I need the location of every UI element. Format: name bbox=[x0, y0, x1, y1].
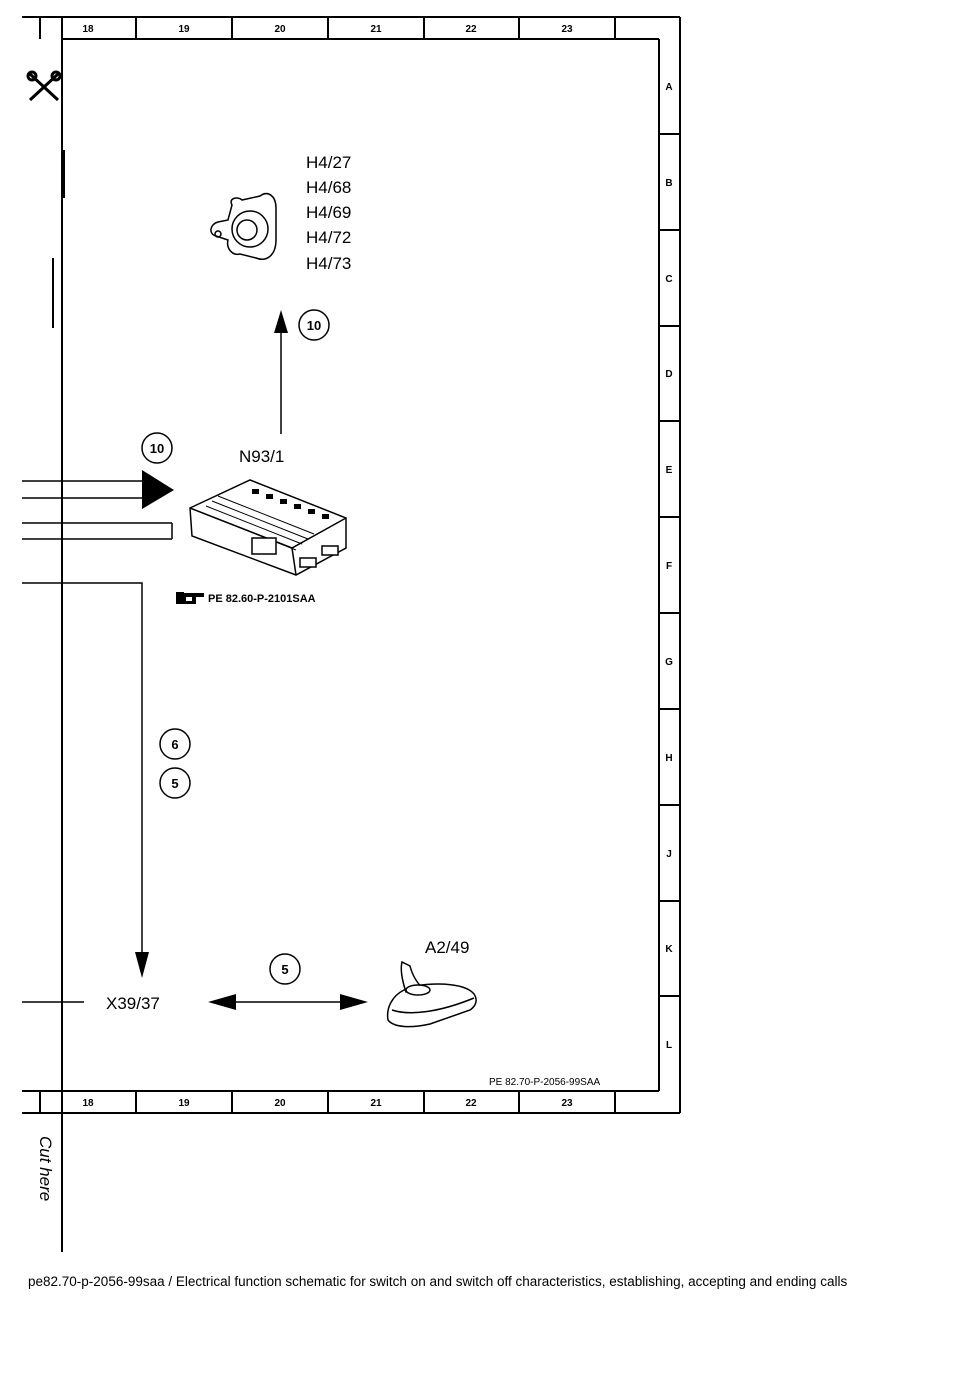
signal-number-badge: 10 bbox=[298, 309, 330, 341]
row-label: F bbox=[666, 561, 672, 572]
column-labels-top: 18 19 20 21 22 23 bbox=[82, 24, 573, 35]
row-label: G bbox=[665, 657, 673, 668]
speaker-label: H4/68 bbox=[306, 178, 351, 197]
column-label: 19 bbox=[178, 1098, 190, 1109]
antenna-icon bbox=[386, 960, 477, 1028]
column-label: 22 bbox=[465, 24, 477, 35]
cut-here-label: Cut here bbox=[36, 1136, 55, 1201]
control-unit-label: N93/1 bbox=[239, 447, 284, 466]
signal-number: 6 bbox=[171, 737, 178, 752]
column-label: 21 bbox=[370, 24, 382, 35]
speaker-labels: H4/27 H4/68 H4/69 H4/72 H4/73 bbox=[306, 153, 351, 273]
drawing-frame bbox=[22, 16, 681, 1114]
row-label: J bbox=[666, 849, 672, 860]
speaker-label: H4/73 bbox=[306, 254, 351, 273]
connector-label: X39/37 bbox=[106, 994, 160, 1013]
column-label: 23 bbox=[561, 1098, 573, 1109]
speaker-label: H4/72 bbox=[306, 228, 351, 247]
row-label: K bbox=[665, 944, 673, 955]
column-label: 18 bbox=[82, 24, 94, 35]
column-label: 23 bbox=[561, 24, 573, 35]
bidirectional-arrow bbox=[208, 994, 368, 1010]
signal-arrow-up bbox=[274, 310, 288, 434]
column-label: 21 bbox=[370, 1098, 382, 1109]
signal-number-badge: 5 bbox=[269, 953, 301, 985]
signal-line-down bbox=[22, 582, 149, 978]
signal-number: 5 bbox=[281, 962, 288, 977]
column-labels-bottom: 18 19 20 21 22 23 bbox=[82, 1098, 573, 1109]
speaker-label: H4/69 bbox=[306, 203, 351, 222]
row-label: D bbox=[665, 369, 672, 380]
row-label: E bbox=[666, 465, 673, 476]
column-label: 19 bbox=[178, 24, 190, 35]
figure-caption: pe82.70-p-2056-99saa / Electrical functi… bbox=[28, 1274, 848, 1289]
antenna-label: A2/49 bbox=[425, 938, 469, 957]
row-label: L bbox=[666, 1040, 672, 1051]
row-labels: A B C D E F G H J K L bbox=[665, 82, 673, 1051]
scissors-icon bbox=[26, 70, 62, 102]
control-unit-icon bbox=[189, 479, 347, 576]
input-bus-lines bbox=[22, 480, 173, 540]
hand-pointer-icon bbox=[176, 592, 204, 604]
input-arrow-head bbox=[142, 470, 174, 509]
column-label: 18 bbox=[82, 1098, 94, 1109]
signal-number-badge: 10 bbox=[141, 432, 173, 464]
row-label: A bbox=[665, 82, 672, 93]
column-label: 20 bbox=[274, 1098, 286, 1109]
row-label: H bbox=[665, 753, 672, 764]
speaker-icon bbox=[210, 192, 277, 260]
row-label: B bbox=[665, 178, 672, 189]
column-label: 20 bbox=[274, 24, 286, 35]
column-label: 22 bbox=[465, 1098, 477, 1109]
signal-number-badge: 5 bbox=[159, 767, 191, 799]
document-reference: PE 82.70-P-2056-99SAA bbox=[489, 1077, 601, 1088]
speaker-label: H4/27 bbox=[306, 153, 351, 172]
control-unit-reference: PE 82.60-P-2101SAA bbox=[208, 593, 316, 605]
signal-number: 10 bbox=[307, 318, 321, 333]
signal-number: 10 bbox=[150, 441, 164, 456]
row-label: C bbox=[665, 274, 672, 285]
signal-number-badge: 6 bbox=[159, 728, 191, 760]
signal-number: 5 bbox=[171, 776, 178, 791]
